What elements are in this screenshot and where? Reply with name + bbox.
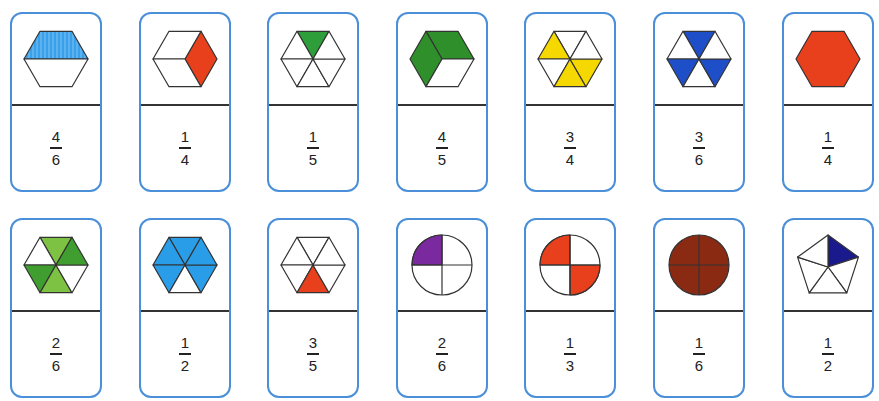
- domino-card: 15: [267, 12, 359, 192]
- domino-card: 36: [653, 12, 745, 192]
- rhombus-hexagon: [410, 31, 474, 86]
- triangle-pentagon: [798, 235, 859, 293]
- domino-card: 12: [782, 218, 874, 398]
- fraction-denominator: 6: [52, 151, 60, 168]
- fraction-numerator: 3: [695, 128, 703, 145]
- fraction-bar: [307, 147, 319, 149]
- full-hexagon: [796, 31, 860, 86]
- domino-card: 26: [10, 218, 102, 398]
- fraction-area: 15: [269, 104, 357, 190]
- fraction-area: 13: [526, 310, 614, 396]
- fraction-denominator: 5: [438, 151, 446, 168]
- fraction-numerator: 1: [824, 128, 832, 145]
- domino-card: 35: [267, 218, 359, 398]
- fraction-bar: [436, 353, 448, 355]
- domino-card: 45: [396, 12, 488, 192]
- fraction-denominator: 6: [438, 357, 446, 374]
- fraction-denominator: 2: [181, 357, 189, 374]
- fraction-denominator: 4: [566, 151, 574, 168]
- fraction-numerator: 4: [52, 128, 60, 145]
- fraction-bar: [693, 353, 705, 355]
- triangle-hexagon: [281, 237, 345, 292]
- fraction-bar: [179, 147, 191, 149]
- fraction-area: 45: [398, 104, 486, 190]
- fraction-numerator: 3: [566, 128, 574, 145]
- fraction-area: 16: [655, 310, 743, 396]
- fraction-bar: [307, 353, 319, 355]
- fraction-area: 14: [141, 104, 229, 190]
- fraction-numerator: 3: [309, 334, 317, 351]
- triangle-hexagon: [24, 237, 88, 292]
- fraction-area: 46: [12, 104, 100, 190]
- domino-card: 12: [139, 218, 231, 398]
- fraction-numerator: 1: [309, 128, 317, 145]
- domino-card: 34: [524, 12, 616, 192]
- triangle-hexagon: [281, 31, 345, 86]
- fraction-denominator: 4: [181, 151, 189, 168]
- quarter-circle: [540, 235, 600, 295]
- fraction-bar: [693, 147, 705, 149]
- half-hexagon: [24, 31, 88, 86]
- fraction-area: 14: [784, 104, 872, 190]
- fraction-denominator: 6: [695, 357, 703, 374]
- domino-card: 13: [524, 218, 616, 398]
- quarter-circle: [412, 235, 472, 295]
- fraction-denominator: 5: [309, 151, 317, 168]
- triangle-hexagon: [538, 31, 602, 86]
- rhombus-hexagon: [153, 31, 217, 86]
- fraction-area: 12: [141, 310, 229, 396]
- domino-card: 46: [10, 12, 102, 192]
- fraction-numerator: 1: [181, 334, 189, 351]
- fraction-denominator: 3: [566, 357, 574, 374]
- fraction-numerator: 1: [181, 128, 189, 145]
- fraction-numerator: 1: [566, 334, 574, 351]
- fraction-bar: [564, 353, 576, 355]
- fraction-numerator: 4: [438, 128, 446, 145]
- fraction-bar: [564, 147, 576, 149]
- fraction-denominator: 4: [824, 151, 832, 168]
- domino-card: 26: [396, 218, 488, 398]
- fraction-area: 12: [784, 310, 872, 396]
- fraction-bar: [179, 353, 191, 355]
- fraction-area: 26: [12, 310, 100, 396]
- fraction-area: 34: [526, 104, 614, 190]
- fraction-denominator: 6: [695, 151, 703, 168]
- fraction-area: 35: [269, 310, 357, 396]
- domino-card: 14: [139, 12, 231, 192]
- triangle-hexagon: [667, 31, 731, 86]
- fraction-bar: [436, 147, 448, 149]
- fraction-denominator: 6: [52, 357, 60, 374]
- domino-card: 14: [782, 12, 874, 192]
- fraction-bar: [50, 353, 62, 355]
- fraction-denominator: 5: [309, 357, 317, 374]
- domino-card: 16: [653, 218, 745, 398]
- quarter-circle: [669, 235, 729, 295]
- fraction-denominator: 2: [824, 357, 832, 374]
- fraction-area: 36: [655, 104, 743, 190]
- fraction-bar: [822, 147, 834, 149]
- fraction-numerator: 2: [52, 334, 60, 351]
- fraction-numerator: 2: [438, 334, 446, 351]
- fraction-area: 26: [398, 310, 486, 396]
- fraction-bar: [822, 353, 834, 355]
- triangle-hexagon: [153, 237, 217, 292]
- fraction-numerator: 1: [824, 334, 832, 351]
- fraction-numerator: 1: [695, 334, 703, 351]
- fraction-bar: [50, 147, 62, 149]
